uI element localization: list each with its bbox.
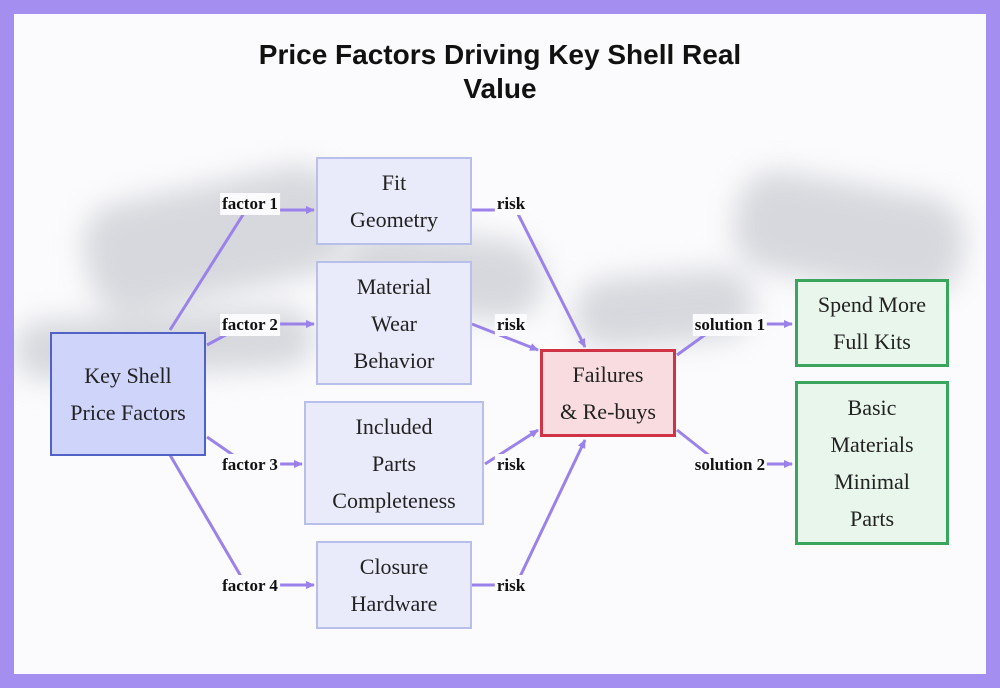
node-closure-hardware: Closure Hardware	[316, 541, 472, 629]
node-included-parts-completeness: Included Parts Completeness	[304, 401, 484, 525]
node-text: Basic	[847, 395, 897, 420]
node-spend-more-full-kits: Spend More Full Kits	[795, 279, 949, 367]
node-failures-rebuys: Failures & Re-buys	[540, 349, 676, 437]
edge-root-f1	[168, 206, 315, 331]
edge-label-factor-3: factor 3	[220, 454, 280, 476]
node-text: Wear	[371, 310, 417, 336]
edge-f2-fail	[471, 322, 539, 352]
node-fit-geometry: Fit Geometry	[316, 157, 472, 245]
node-text: Parts	[850, 506, 894, 531]
node-text: Fit	[381, 170, 407, 195]
node-basic-materials-minimal-parts: Basic Materials Minimal Parts	[795, 381, 949, 545]
diagram-title: Price Factors Driving Key Shell Real Val…	[0, 38, 1000, 106]
node-text: Price Factors	[70, 400, 186, 425]
edge-f3-fail	[484, 428, 539, 466]
node-text: Key Shell	[84, 363, 172, 388]
node-text: Failures	[572, 362, 644, 387]
edge-label-risk-1: risk	[494, 193, 528, 215]
title-line-1: Price Factors Driving Key Shell Real	[258, 39, 742, 70]
edge-label-factor-4: factor 4	[220, 575, 280, 597]
node-text: Hardware	[350, 591, 438, 616]
node-text: & Re-buys	[560, 399, 656, 424]
edge-label-solution-1: solution 1	[692, 314, 768, 336]
node-key-shell-price-factors: Key Shell Price Factors	[50, 332, 206, 456]
node-text: Completeness	[332, 487, 456, 513]
edge-label-solution-2: solution 2	[692, 454, 768, 476]
edge-label-factor-2: factor 2	[220, 314, 280, 336]
node-text: Minimal	[834, 469, 910, 494]
edge-label-factor-1: factor 1	[220, 193, 280, 215]
node-text: Spend More	[817, 292, 927, 317]
node-text: Geometry	[350, 207, 438, 232]
edge-f1-fail	[472, 208, 587, 348]
node-text: Behavior	[353, 347, 435, 373]
node-text: Included	[355, 413, 433, 439]
edge-label-risk-4: risk	[494, 575, 528, 597]
node-text: Materials	[830, 432, 914, 457]
node-text: Parts	[372, 450, 416, 476]
title-line-2: Value	[463, 73, 537, 104]
node-material-wear-behavior: Material Wear Behavior	[316, 261, 472, 385]
node-text: Closure	[359, 554, 429, 579]
edge-label-risk-2: risk	[494, 314, 528, 336]
edge-label-risk-3: risk	[494, 454, 528, 476]
node-text: Material	[356, 273, 432, 299]
node-text: Full Kits	[833, 329, 911, 354]
